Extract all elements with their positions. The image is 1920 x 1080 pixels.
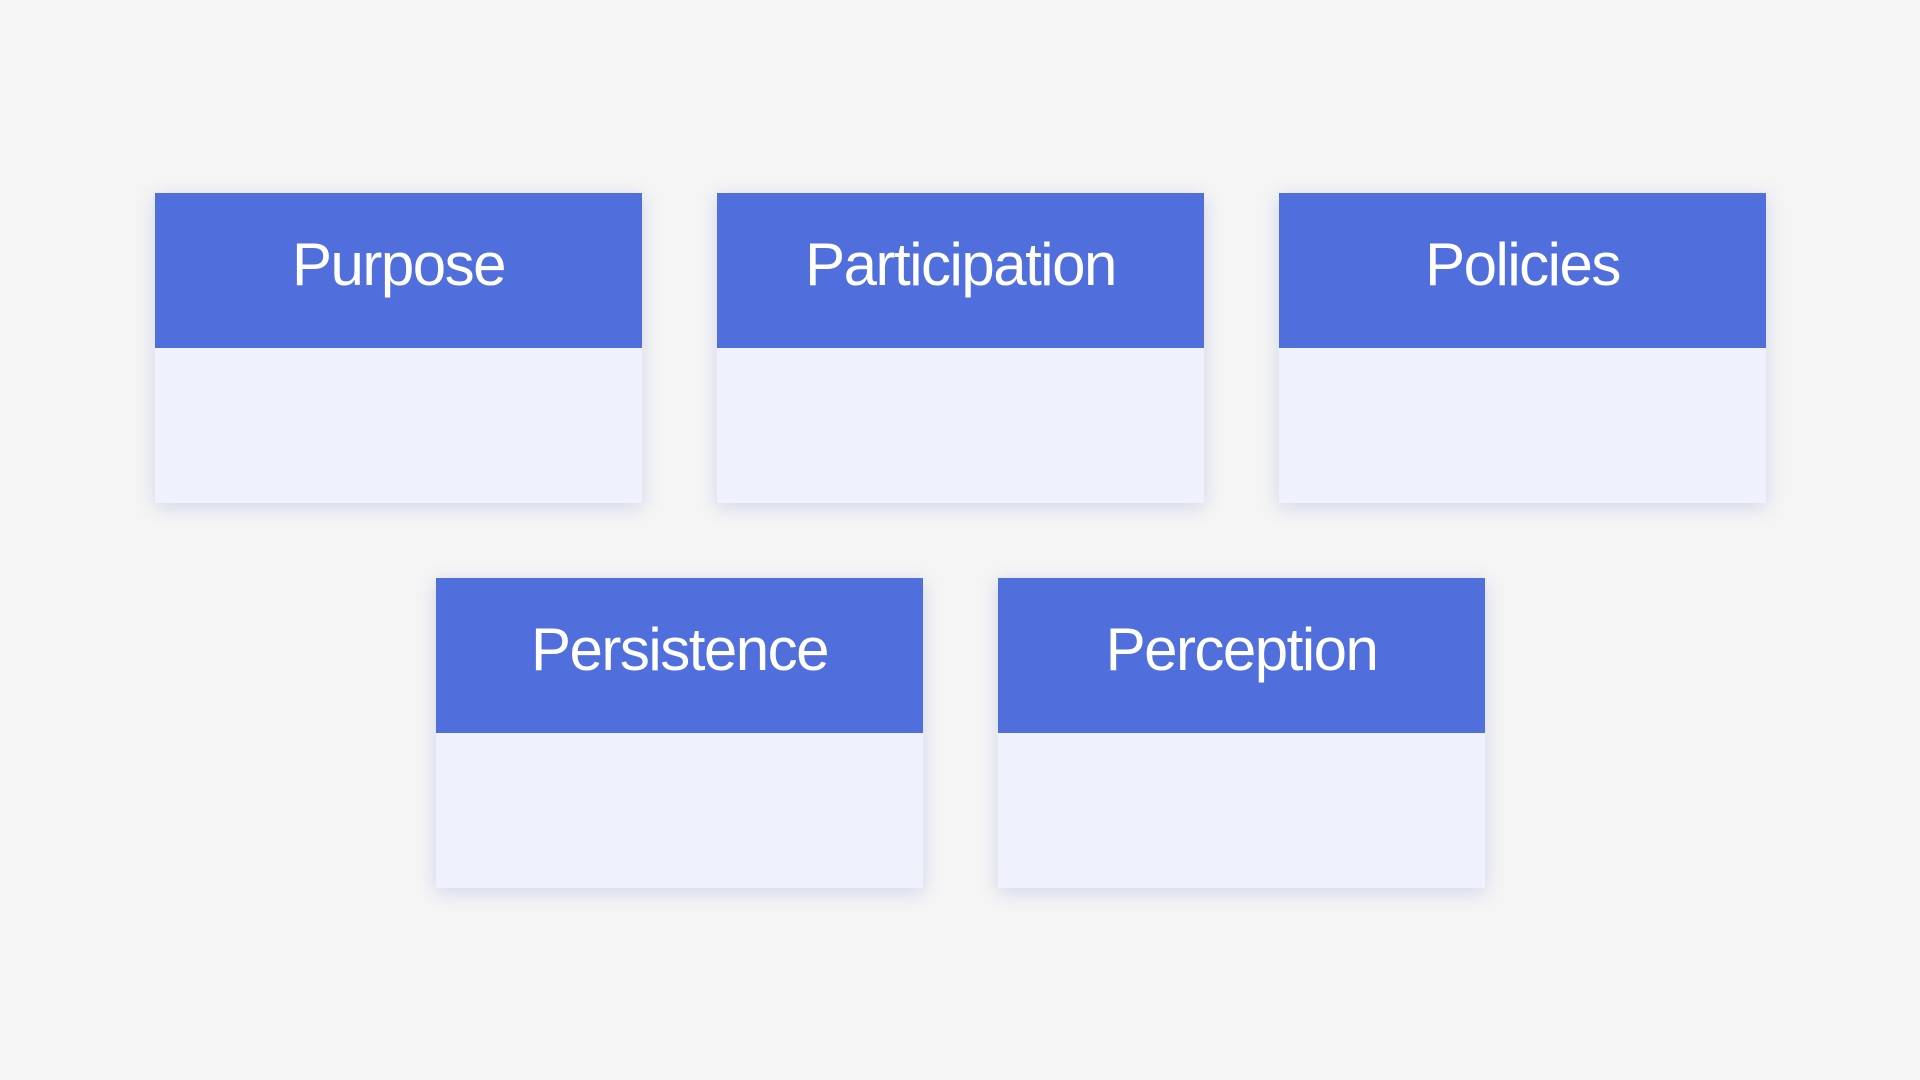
card-title: Participation	[805, 230, 1117, 298]
card-header: Policies	[1279, 193, 1766, 348]
card-body	[436, 733, 923, 888]
card-title: Purpose	[292, 230, 506, 298]
card-header: Perception	[998, 578, 1485, 733]
card-persistence: Persistence	[436, 578, 923, 888]
card-title: Perception	[1105, 615, 1379, 683]
card-header: Purpose	[155, 193, 642, 348]
card-perception: Perception	[998, 578, 1485, 888]
card-body	[998, 733, 1485, 888]
card-title: Policies	[1425, 230, 1621, 298]
card-body	[717, 348, 1204, 503]
card-participation: Participation	[717, 193, 1204, 503]
card-header: Participation	[717, 193, 1204, 348]
card-header: Persistence	[436, 578, 923, 733]
card-body	[155, 348, 642, 503]
card-title: Persistence	[531, 615, 829, 683]
card-policies: Policies	[1279, 193, 1766, 503]
card-body	[1279, 348, 1766, 503]
card-purpose: Purpose	[155, 193, 642, 503]
